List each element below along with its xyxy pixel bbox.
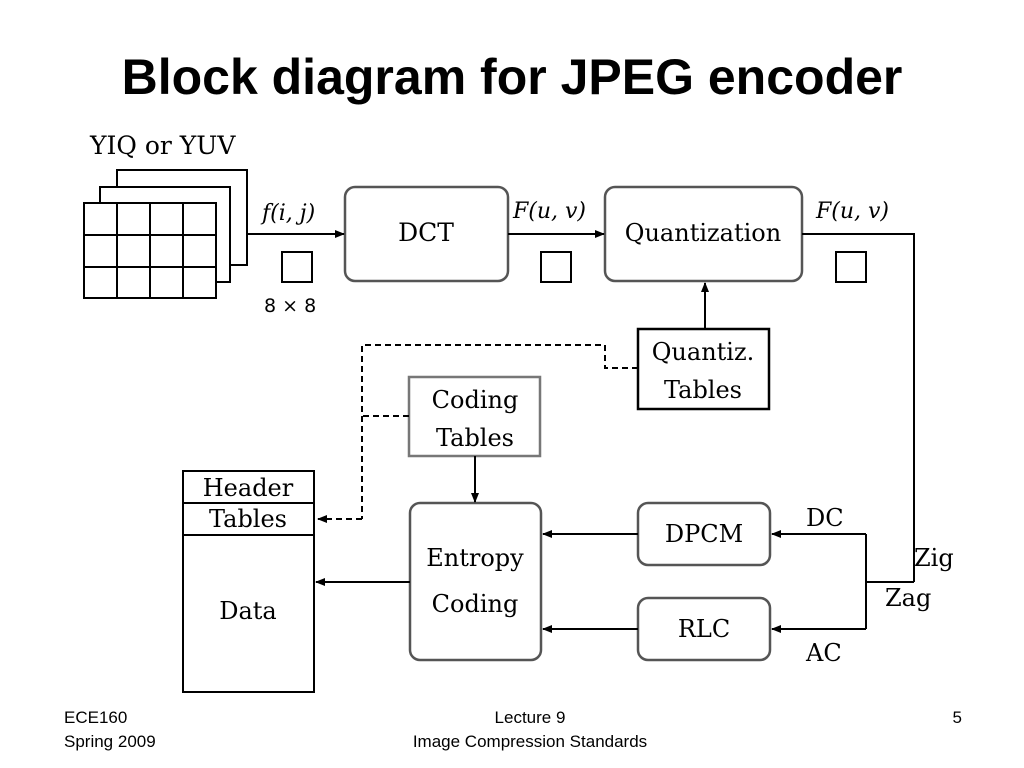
flow-connectors — [248, 230, 915, 633]
output-tables-label: Tables — [209, 505, 287, 533]
image-grid-icon — [83, 169, 248, 299]
dashed-table-connectors — [317, 344, 638, 523]
zig-label: Zig — [914, 544, 954, 572]
line-quantization-to-zigzag — [802, 233, 915, 582]
footer-course: ECE160 — [64, 708, 128, 727]
entropy-coding-line-1: Entropy — [426, 544, 524, 572]
dashed-line-quantiz-tables — [361, 344, 638, 519]
dct-block-label: DCT — [398, 218, 454, 247]
footer-lecture-info: Lecture 9 Image Compression Standards — [312, 706, 748, 754]
block-icon-dct — [540, 251, 572, 283]
footer-lecture: Lecture 9 — [494, 708, 566, 727]
output-header-label: Header — [203, 474, 294, 502]
dct-coefficients-label-2: F(u, v) — [815, 199, 889, 224]
rlc-block-label: RLC — [678, 615, 730, 643]
zag-label: Zag — [885, 584, 931, 612]
dct-coefficients-label-1: F(u, v) — [512, 199, 586, 224]
output-data-label: Data — [219, 597, 277, 625]
entropy-coding-block — [408, 501, 543, 662]
zigzag-split-line — [865, 534, 914, 583]
block-size-label: 8 × 8 — [264, 295, 316, 317]
output-bitstream — [182, 470, 315, 693]
spatial-signal-label: f(i, j) — [260, 201, 315, 226]
dc-label: DC — [806, 504, 844, 532]
footer-page-number: 5 — [952, 708, 962, 727]
footer-topic: Image Compression Standards — [412, 732, 648, 751]
block-icon-spatial — [281, 251, 313, 283]
entropy-coding-line-2: Coding — [432, 590, 519, 618]
footer-term: Spring 2009 — [64, 732, 156, 751]
dpcm-block-label: DPCM — [665, 520, 743, 548]
quantization-tables-line-1: Quantiz. — [652, 338, 755, 366]
ac-label: AC — [805, 639, 842, 667]
coding-tables-line-2: Tables — [436, 424, 514, 452]
block-icon-quantized — [835, 251, 867, 283]
quantization-tables-line-2: Tables — [664, 376, 742, 404]
input-color-space-label: YIQ or YUV — [89, 131, 236, 160]
footer-course-info: ECE160 Spring 2009 — [64, 706, 156, 754]
coding-tables-line-1: Coding — [432, 386, 519, 414]
quantization-block-label: Quantization — [625, 219, 781, 247]
slide-title: Block diagram for JPEG encoder — [121, 49, 903, 105]
coding-tables-box — [407, 375, 542, 458]
